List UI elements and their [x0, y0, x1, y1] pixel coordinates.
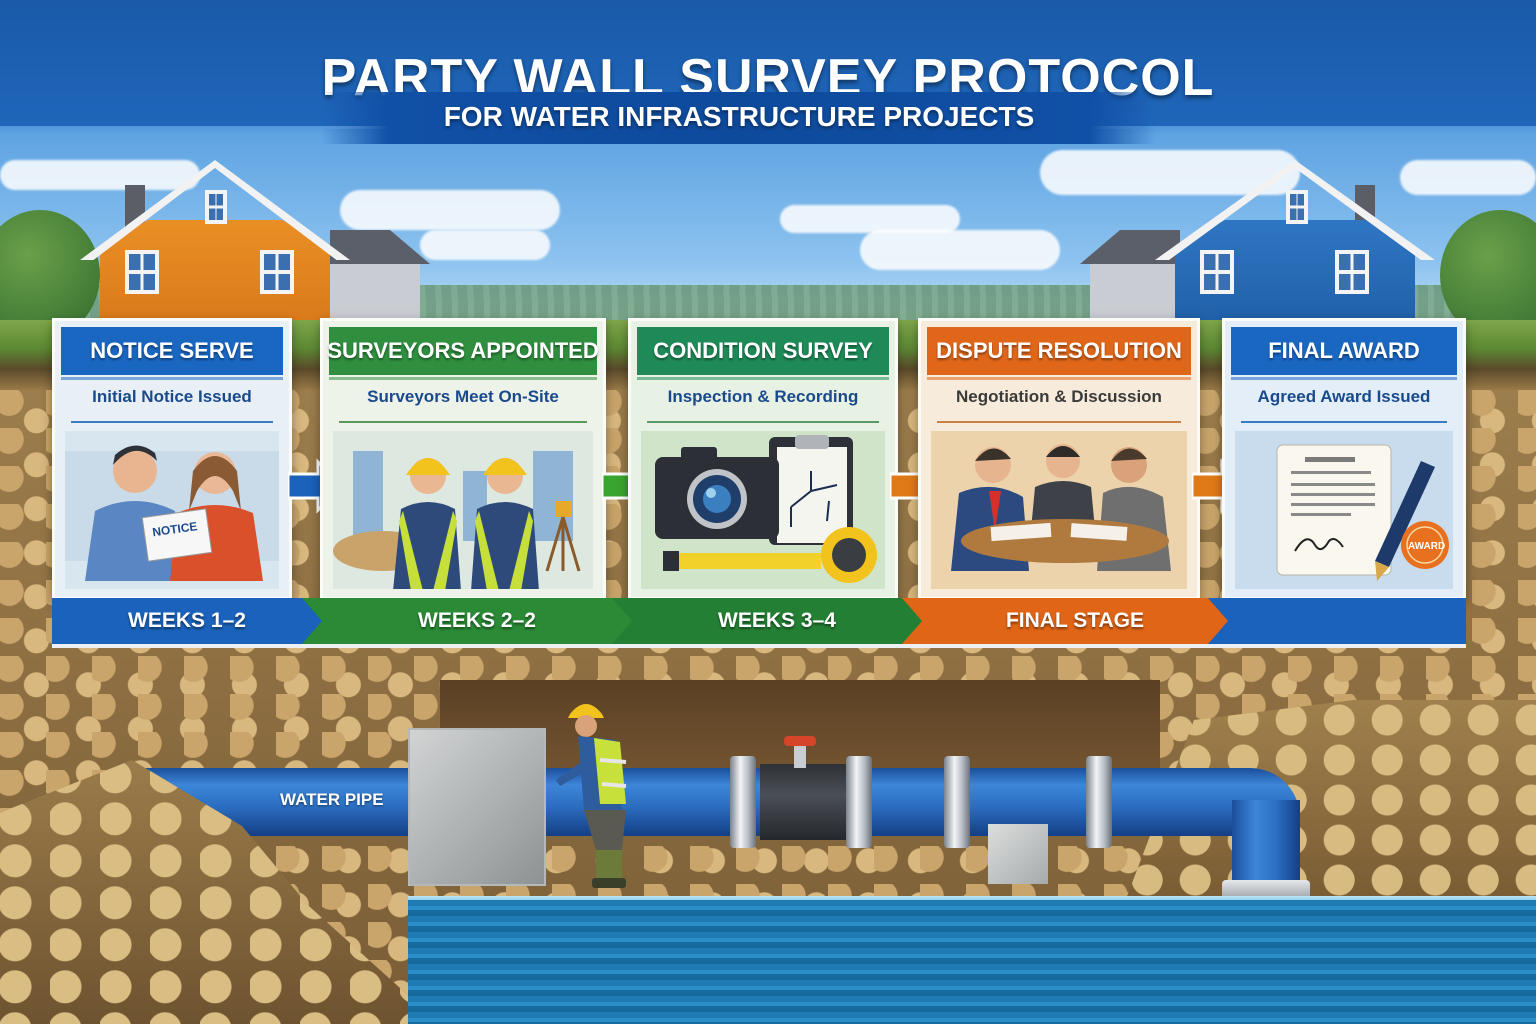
window	[1200, 250, 1234, 294]
camera-clipboard-icon	[655, 435, 877, 583]
divider	[927, 377, 1191, 380]
timeline-segment-4: FINAL STAGE	[902, 598, 1228, 644]
step-card-final-award: FINAL AWARD Agreed Award Issued AWARD	[1222, 318, 1466, 600]
neighbours-notice-illustration: NOTICE	[65, 431, 279, 589]
divider	[937, 421, 1181, 423]
step-title: DISPUTE RESOLUTION	[927, 327, 1191, 375]
surveyors-icon	[333, 451, 581, 589]
timeline-segment-3: WEEKS 3–4	[612, 598, 922, 644]
negotiation-meeting-illustration	[931, 431, 1187, 589]
cloud	[860, 230, 1060, 270]
cloud	[780, 205, 960, 233]
surveyors-handshake-illustration	[333, 431, 593, 589]
step-title: NOTICE SERVE	[61, 327, 283, 375]
window	[1286, 190, 1308, 224]
cloud	[420, 230, 550, 260]
worker-figure	[556, 704, 627, 888]
pipe-flange-foot	[1222, 880, 1310, 900]
divider	[339, 421, 587, 423]
window	[205, 190, 227, 224]
page-subtitle: FOR WATER INFRASTRUCTURE PROJECTS	[443, 101, 1035, 132]
step-card-dispute-resolution: DISPUTE RESOLUTION Negotiation & Discuss…	[918, 318, 1200, 600]
step-title: CONDITION SURVEY	[637, 327, 889, 375]
svg-text:NOTICE: NOTICE	[151, 519, 198, 539]
divider	[61, 377, 283, 380]
inspection-tools-illustration	[641, 431, 885, 589]
signed-award-icon: AWARD	[1276, 444, 1449, 581]
water-pipe	[120, 768, 1240, 836]
timeline-segment-5	[1208, 598, 1466, 644]
timeline-segment-1: WEEKS 1–2	[52, 598, 322, 644]
divider	[1231, 377, 1457, 380]
step-subtitle: Agreed Award Issued	[1257, 387, 1431, 406]
people-with-notice-icon: NOTICE	[65, 445, 279, 581]
divider	[637, 377, 889, 380]
meeting-table-icon	[951, 444, 1171, 571]
pipe-coupling	[730, 756, 756, 848]
divider	[71, 421, 273, 423]
cloud	[0, 160, 200, 190]
pipe-coupling	[846, 756, 872, 848]
timeline-segment-2: WEEKS 2–2	[302, 598, 632, 644]
window	[1335, 250, 1369, 294]
step-title: SURVEYORS APPOINTED	[327, 327, 599, 375]
step-subtitle: Initial Notice Issued	[92, 387, 252, 406]
cloud	[1400, 160, 1536, 195]
pipe-support-block	[988, 824, 1048, 884]
groundwater-pool	[408, 900, 1536, 1024]
pipe-vertical-section	[1232, 800, 1300, 888]
step-title: FINAL AWARD	[1231, 327, 1457, 375]
step-subtitle: Surveyors Meet On-Site	[367, 387, 559, 406]
timeline-bar: WEEKS 1–2 WEEKS 2–2 WEEKS 3–4 FINAL STAG…	[52, 598, 1466, 648]
subtitle-banner	[322, 92, 1156, 144]
window	[260, 250, 294, 294]
valve-stem	[794, 744, 806, 768]
step-subtitle: Inspection & Recording	[667, 387, 859, 406]
divider	[647, 421, 879, 423]
step-card-condition-survey: CONDITION SURVEY Inspection & Recording	[628, 318, 898, 600]
process-flow: NOTICE SERVE Initial Notice Issued NOTIC…	[52, 318, 1466, 648]
pipe-coupling	[944, 756, 970, 848]
blue-house	[1080, 160, 1460, 330]
pipe-label: WATER PIPE	[280, 790, 384, 809]
timeline-base	[52, 644, 1466, 648]
svg-text:AWARD: AWARD	[1408, 541, 1445, 552]
pipe-coupling	[1086, 756, 1112, 848]
divider	[329, 377, 597, 380]
step-subtitle: Negotiation & Discussion	[956, 387, 1162, 406]
concrete-chamber	[408, 728, 546, 886]
orange-house	[80, 160, 440, 330]
cloud	[340, 190, 560, 230]
step-card-notice-serve: NOTICE SERVE Initial Notice Issued NOTIC…	[52, 318, 292, 600]
divider	[1241, 421, 1447, 423]
valve-handle-icon	[784, 736, 816, 746]
window	[125, 250, 159, 294]
pipe-repair-sleeve	[760, 764, 860, 840]
step-card-surveyors-appointed: SURVEYORS APPOINTED Surveyors Meet On-Si…	[320, 318, 606, 600]
award-document-illustration: AWARD	[1235, 431, 1453, 589]
